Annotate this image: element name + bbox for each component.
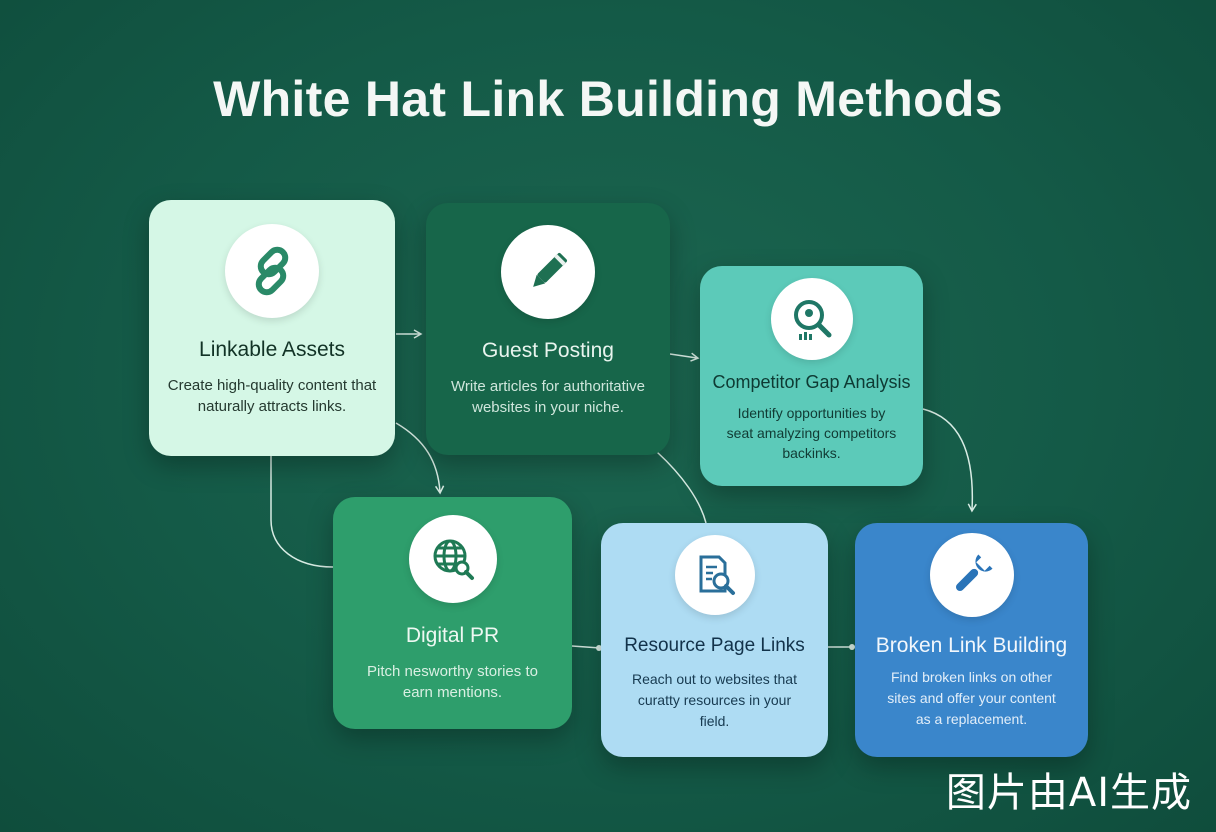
arrow-guest-to-competitor: [669, 352, 700, 362]
card-description: Identify opportunities by seat amalyzing…: [726, 405, 897, 461]
card-broken-link-building: Broken Link Building Find broken links o…: [855, 523, 1088, 757]
line-guest-to-resource: [656, 451, 707, 524]
wrench-icon: [929, 533, 1014, 617]
card-title: Linkable Assets: [199, 338, 345, 361]
card-description: Pitch nesworthy stories to earn mentions…: [367, 663, 538, 701]
arrow-linkable-to-digitalpr: [395, 422, 445, 495]
pencil-icon: [501, 225, 595, 319]
card-title: Competitor Gap Analysis: [712, 372, 911, 392]
card-competitor-gap-analysis: Competitor Gap Analysis Identify opportu…: [700, 266, 923, 486]
line-linkable-to-digitalpr-left: [270, 456, 334, 568]
card-guest-posting: Guest Posting Write articles for authori…: [426, 203, 670, 455]
arrow-competitor-to-broken: [922, 408, 977, 513]
document-search-icon: [674, 535, 755, 615]
ai-generated-watermark: 图片由AI生成: [945, 770, 1192, 816]
card-description: Reach out to websites that curatty resou…: [632, 671, 797, 729]
link-icon: [225, 224, 319, 318]
card-title: Digital PR: [405, 624, 500, 647]
diagram-title: White Hat Link Building Methods: [213, 71, 1003, 127]
card-title: Resource Page Links: [624, 635, 805, 656]
card-title: Guest Posting: [482, 339, 614, 362]
card-resource-page-links: Resource Page Links Reach out to website…: [601, 523, 828, 757]
card-description: Find broken links on other sites and off…: [887, 669, 1056, 727]
line-digitalpr-to-resource: [571, 645, 601, 649]
card-title: Broken Link Building: [875, 634, 1068, 657]
globe-search-icon: [408, 515, 497, 603]
card-description: Create high-quality content that natural…: [167, 377, 377, 415]
card-linkable-assets: Linkable Assets Create high-quality cont…: [149, 200, 395, 456]
card-description: Write articles for authoritative website…: [451, 378, 645, 416]
card-digital-pr: Digital PR Pitch nesworthy stories to ea…: [333, 497, 572, 729]
magnifier-chart-icon: [770, 278, 853, 360]
